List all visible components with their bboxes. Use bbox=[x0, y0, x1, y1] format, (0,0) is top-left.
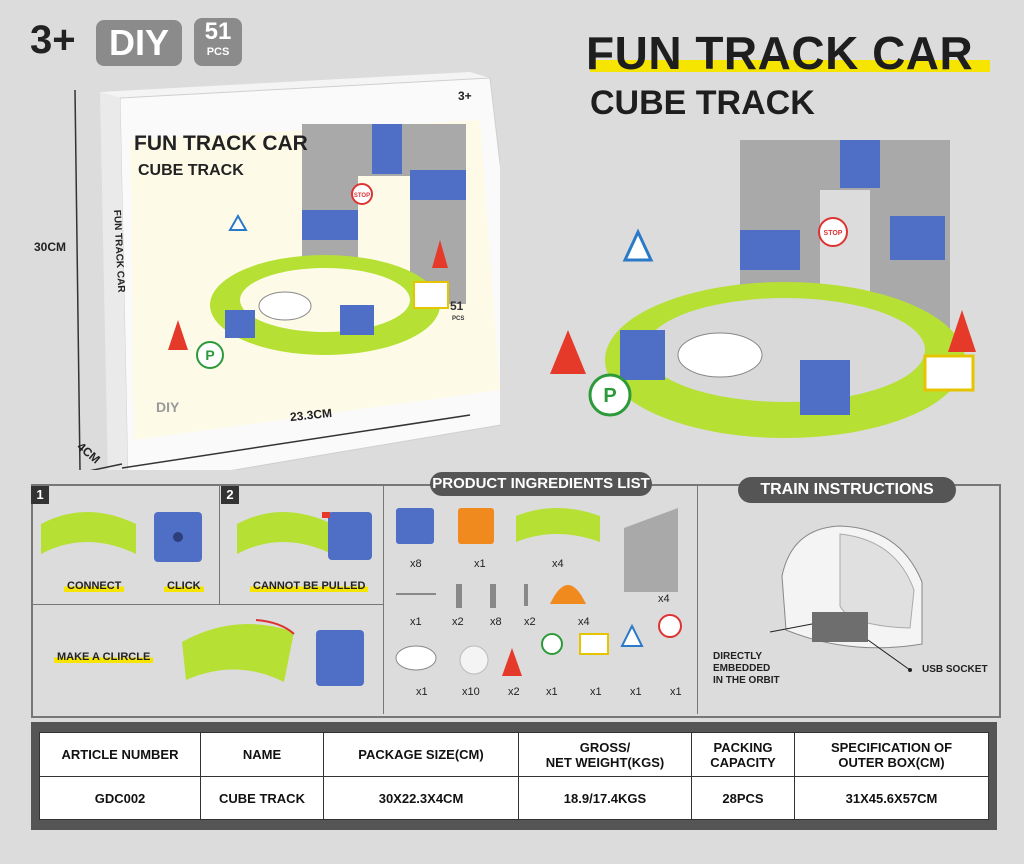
ingredient-count: x10 bbox=[462, 686, 480, 698]
spec-header: ARTICLE NUMBER bbox=[39, 732, 201, 777]
usb-socket-label: USB SOCKET bbox=[922, 664, 988, 675]
divider bbox=[697, 486, 698, 714]
photo-parking-text: P bbox=[603, 385, 616, 407]
spec-header-text: NAME bbox=[242, 747, 282, 762]
pieces-badge: 51 PCS bbox=[194, 18, 242, 66]
ingredient-count: x1 bbox=[546, 686, 558, 698]
ingredient-count: x8 bbox=[410, 558, 422, 570]
box-pcs-count: 51 bbox=[450, 299, 464, 313]
box-title: FUN TRACK CAR bbox=[134, 132, 308, 155]
divider bbox=[31, 604, 383, 605]
spec-header-row: ARTICLE NUMBER NAME PACKAGE SIZE(CM) GRO… bbox=[39, 732, 989, 777]
step-2-number: 2 bbox=[221, 486, 239, 504]
spec-header-text: NET WEIGHT(KGS) bbox=[545, 754, 665, 770]
ingredient-count: x1 bbox=[630, 686, 642, 698]
make-circle-illustration bbox=[182, 619, 364, 686]
spec-header-text: PACKING bbox=[713, 739, 773, 755]
height-dimension: 30CM bbox=[34, 240, 67, 254]
divider bbox=[219, 486, 220, 604]
train-illustration bbox=[769, 525, 923, 672]
ingredient-count: x1 bbox=[670, 686, 682, 698]
cannot-pull-label: CANNOT BE PULLED bbox=[250, 580, 369, 592]
spec-table: ARTICLE NUMBER NAME PACKAGE SIZE(CM) GRO… bbox=[39, 732, 989, 820]
ingredient-count: x2 bbox=[452, 616, 464, 628]
age-badge: 3+ bbox=[30, 18, 76, 62]
spec-value: 31X45.6X57CM bbox=[794, 776, 989, 820]
step-1-number: 1 bbox=[31, 486, 49, 504]
spec-header-text: OUTER BOX(CM) bbox=[838, 754, 945, 770]
pieces-count: 51 bbox=[204, 18, 232, 45]
embedded-note: DIRECTLY EMBEDDED IN THE ORBIT bbox=[713, 651, 780, 687]
connect-text: CONNECT bbox=[64, 580, 125, 592]
spec-header-text: SPECIFICATION OF bbox=[830, 739, 953, 755]
photo-stop-text: STOP bbox=[824, 230, 843, 237]
spec-header: NAME bbox=[200, 732, 324, 777]
box-stop-text: STOP bbox=[354, 193, 370, 199]
ingredients-illustration bbox=[395, 508, 682, 676]
assembled-track-image: P STOP bbox=[550, 140, 976, 438]
box-pcs-unit: PCS bbox=[452, 316, 464, 322]
click-label: CLICK bbox=[164, 580, 204, 592]
ingredients-title: PRODUCT INGREDIENTS LIST bbox=[430, 472, 652, 496]
box-subtitle: CUBE TRACK bbox=[138, 162, 244, 179]
spec-value: CUBE TRACK bbox=[200, 776, 324, 820]
ingredient-count: x4 bbox=[552, 558, 564, 570]
product-subtitle: CUBE TRACK bbox=[590, 84, 815, 122]
step-1-illustration bbox=[41, 512, 202, 562]
ingredient-count: x1 bbox=[410, 616, 422, 628]
spec-header: GROSS/NET WEIGHT(KGS) bbox=[518, 732, 692, 777]
spec-header-text: CAPACITY bbox=[710, 754, 776, 770]
ingredient-count: x4 bbox=[578, 616, 590, 628]
make-circle-text: MAKE A CLIRCLE bbox=[54, 651, 154, 663]
spec-header-text: PACKAGE SIZE(CM) bbox=[358, 747, 484, 762]
embedded-note-line: IN THE ORBIT bbox=[713, 675, 780, 686]
box-spine-text: FUN TRACK CAR bbox=[111, 210, 126, 294]
connect-label: CONNECT bbox=[64, 580, 125, 592]
product-title: FUN TRACK CAR bbox=[586, 27, 974, 79]
spec-header-text: GROSS/ bbox=[579, 739, 631, 755]
spec-table-frame: ARTICLE NUMBER NAME PACKAGE SIZE(CM) GRO… bbox=[31, 722, 997, 830]
cannot-pull-text: CANNOT BE PULLED bbox=[250, 580, 369, 592]
box-age: 3+ bbox=[458, 89, 472, 103]
ingredient-count: x8 bbox=[490, 616, 502, 628]
divider bbox=[383, 486, 384, 714]
box-diy: DIY bbox=[156, 399, 180, 415]
spec-value: GDC002 bbox=[39, 776, 201, 820]
embedded-note-line: EMBEDDED bbox=[713, 663, 771, 674]
ingredient-count: x1 bbox=[416, 686, 428, 698]
spec-header-text: ARTICLE NUMBER bbox=[61, 747, 179, 762]
ingredient-count: x1 bbox=[590, 686, 602, 698]
train-instructions-title: TRAIN INSTRUCTIONS bbox=[738, 477, 956, 503]
ingredient-count: x1 bbox=[474, 558, 486, 570]
spec-value: 18.9/17.4KGS bbox=[518, 776, 692, 820]
ingredient-count: x2 bbox=[508, 686, 520, 698]
make-circle-label: MAKE A CLIRCLE bbox=[54, 651, 154, 663]
spec-header: PACKAGE SIZE(CM) bbox=[323, 732, 519, 777]
product-box-illustration: P STOP FUN TRACK CAR CUBE TRACK 3+ 51 PC… bbox=[74, 72, 500, 470]
title-highlight bbox=[590, 60, 990, 72]
box-parking-text: P bbox=[205, 347, 214, 363]
spec-value: 28PCS bbox=[691, 776, 795, 820]
diy-badge: DIY bbox=[96, 20, 182, 66]
spec-value-row: GDC002 CUBE TRACK 30X22.3X4CM 18.9/17.4K… bbox=[39, 776, 989, 820]
pieces-unit: PCS bbox=[206, 46, 230, 58]
spec-value: 30X22.3X4CM bbox=[323, 776, 519, 820]
ingredient-count: x2 bbox=[524, 616, 536, 628]
step-2-illustration bbox=[237, 512, 372, 560]
embedded-note-line: DIRECTLY bbox=[713, 651, 763, 662]
click-text: CLICK bbox=[164, 580, 204, 592]
ingredient-count: x4 bbox=[658, 593, 670, 605]
